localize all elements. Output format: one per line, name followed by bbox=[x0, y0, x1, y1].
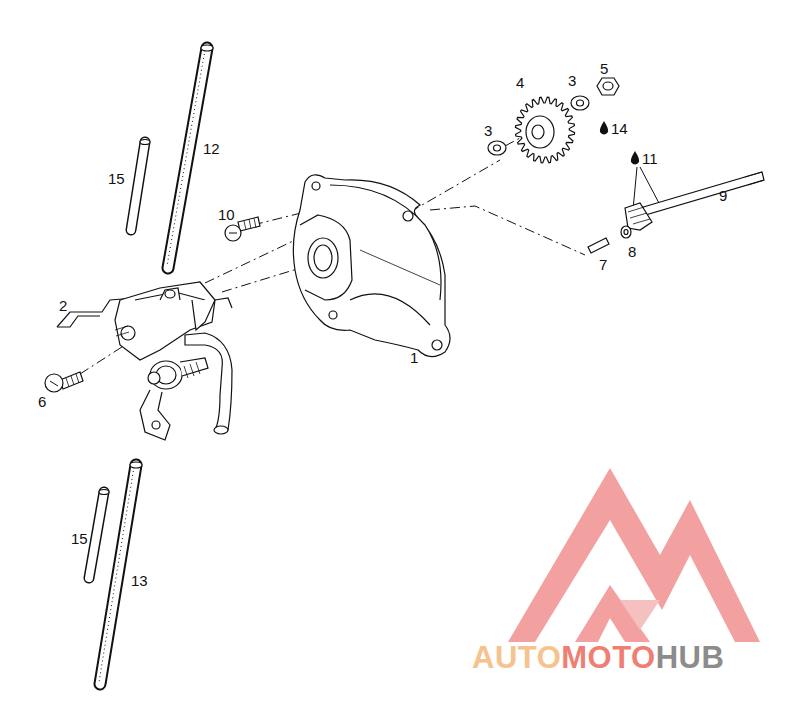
callout-number: 3 bbox=[568, 73, 576, 88]
watermark-text: MOTO bbox=[561, 642, 655, 673]
tube-12 bbox=[167, 45, 213, 268]
callout-number: 3 bbox=[484, 123, 492, 138]
callout-number: 8 bbox=[628, 244, 636, 259]
callout-number: 14 bbox=[611, 121, 628, 136]
callout-number: 1 bbox=[410, 350, 418, 365]
callout-number: 13 bbox=[131, 573, 148, 588]
gear bbox=[515, 97, 574, 163]
gear-hub bbox=[526, 116, 554, 148]
callout-number: 15 bbox=[71, 531, 88, 546]
washer bbox=[488, 96, 589, 155]
callout-number: 4 bbox=[516, 75, 524, 90]
callout-number: 11 bbox=[642, 151, 658, 166]
cover-plate bbox=[293, 175, 450, 357]
callout-number: 2 bbox=[59, 298, 67, 313]
oil-pump bbox=[57, 282, 232, 440]
gear-bore bbox=[532, 125, 544, 139]
screw bbox=[45, 372, 83, 392]
pin bbox=[588, 238, 609, 253]
oil-drop-symbol bbox=[600, 121, 639, 165]
callout-number: 15 bbox=[108, 171, 125, 186]
gear-teeth bbox=[515, 97, 574, 163]
shaft bbox=[625, 172, 764, 230]
watermark-logo bbox=[508, 468, 760, 642]
callout-number: 7 bbox=[599, 257, 607, 272]
tube-15 bbox=[131, 140, 150, 231]
callout-number: 10 bbox=[218, 207, 235, 222]
tube-15 bbox=[89, 490, 109, 579]
callout-number: 12 bbox=[203, 141, 220, 156]
watermark-text: AUTO bbox=[472, 642, 561, 673]
nut bbox=[597, 78, 619, 95]
washer bbox=[621, 226, 631, 238]
callout-number: 9 bbox=[719, 188, 727, 203]
watermark-text: HUB bbox=[656, 642, 725, 673]
callout-number: 6 bbox=[38, 394, 46, 409]
callout-number: 5 bbox=[600, 61, 608, 76]
